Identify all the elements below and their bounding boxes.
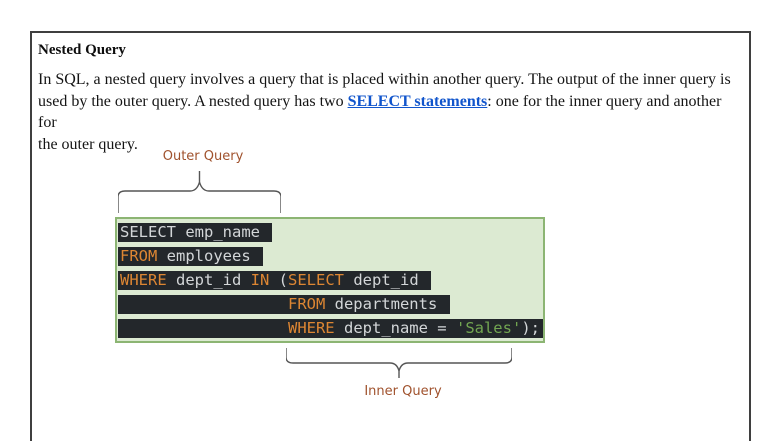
code-line: SELECT emp_name bbox=[118, 223, 543, 242]
code-line: FROM departments bbox=[118, 295, 543, 314]
paragraph-line-2-after: : one for the inner query and another fo… bbox=[38, 92, 722, 132]
inner-query-label: Inner Query bbox=[364, 384, 442, 399]
intro-paragraph: In SQL, a nested query involves a query … bbox=[38, 69, 744, 156]
outer-query-label: Outer Query bbox=[162, 149, 244, 164]
code-line: WHERE dept_name = 'Sales'); bbox=[118, 319, 543, 338]
paragraph-line-3: the outer query. bbox=[38, 136, 138, 154]
paragraph-line-2-before: used by the outer query. A nested query … bbox=[38, 92, 348, 110]
paragraph-line-1: In SQL, a nested query involves a query … bbox=[38, 71, 731, 88]
outer-query-brace-icon bbox=[118, 171, 281, 213]
inner-query-brace-icon bbox=[286, 348, 512, 378]
code-line: WHERE dept_id IN (SELECT dept_id bbox=[118, 271, 543, 290]
page-title: Nested Query bbox=[38, 42, 126, 58]
sql-code-block: SELECT emp_name FROM employees WHERE dep… bbox=[115, 217, 545, 343]
select-statements-link[interactable]: SELECT statements bbox=[347, 92, 488, 110]
code-line: FROM employees bbox=[118, 247, 543, 266]
code-lines: SELECT emp_name FROM employees WHERE dep… bbox=[118, 223, 543, 338]
